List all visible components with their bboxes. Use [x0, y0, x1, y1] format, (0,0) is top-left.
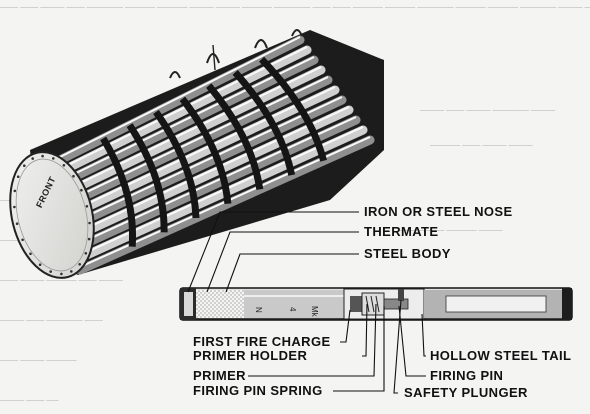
end-cap-rivet [70, 270, 73, 273]
end-cap-rivet [13, 205, 16, 209]
svg-text:4: 4 [288, 307, 297, 312]
callout-leader-lines [187, 211, 426, 394]
svg-text:N: N [254, 307, 263, 313]
bomb-rod-highlight [77, 126, 364, 257]
label-steel-body: STEEL BODY [364, 246, 451, 261]
cluster-end-cap [9, 151, 95, 279]
bleed-through-text: ──── ─── ── [0, 395, 59, 405]
bomb-rod-highlight [65, 66, 322, 191]
label-hollow-steel-tail: HOLLOW STEEL TAIL [430, 348, 572, 363]
binding-strap [153, 109, 200, 219]
end-cap-rivet [72, 174, 75, 178]
binding-strap [100, 136, 137, 247]
end-cap-rivet [23, 164, 26, 167]
firing-pin-spring-coils [365, 295, 380, 313]
bomb-rod [59, 55, 319, 187]
suspension-lugs [169, 29, 303, 79]
bleed-through-text: ─── ──── ───── ─── ──── [0, 275, 123, 285]
end-cap-rivet [80, 188, 83, 192]
bomb-rod-highlight [75, 116, 357, 246]
bomb-rod-highlight [71, 96, 343, 224]
binding-strap [126, 123, 168, 233]
bleed-through-text: ──── ─── ──── ────── ──── [420, 105, 555, 115]
bomb-rod [57, 45, 312, 176]
end-cap-rivet [88, 221, 91, 225]
end-cap-rivet [41, 154, 44, 158]
end-cap-rivet [16, 175, 20, 178]
bleed-through-text: ─── ─── ──── ─── ────── ───── ───── ────… [0, 2, 590, 12]
bomb-rod [55, 35, 305, 165]
end-cap-rivet [87, 237, 91, 241]
bomb-rod-highlight [73, 106, 350, 235]
end-cap-rivet [31, 157, 34, 160]
end-cap-rivet [85, 205, 89, 208]
steel-body-section [244, 290, 344, 318]
label-first-fire-charge: FIRST FIRE CHARGE [193, 334, 331, 349]
label-primer: PRIMER [193, 368, 246, 383]
label-thermate: THERMATE [364, 224, 439, 239]
bomb-rod [65, 85, 340, 220]
label-firing-pin: FIRING PIN [430, 368, 504, 383]
thermate-fill [196, 290, 244, 318]
end-cap-rivet [21, 238, 24, 242]
end-cap-rivet [60, 272, 63, 276]
bleed-through-text: ──── ─── ────── ─── [0, 315, 103, 325]
safety-plunger-shape [398, 289, 404, 301]
end-cap-rivet [38, 263, 42, 267]
label-iron-or-steel-nose: IRON OR STEEL NOSE [364, 204, 513, 219]
bomb-rod [75, 135, 375, 275]
end-cap-rivet [49, 270, 52, 273]
end-cap-rivet [78, 263, 81, 266]
binding-strap [259, 56, 327, 162]
bomb-rod-highlight [59, 36, 301, 158]
bomb-rod [73, 125, 368, 264]
binding-strap [206, 83, 264, 190]
label-firing-pin-spring: FIRING PIN SPRING [193, 383, 323, 398]
end-cap-rivet [62, 164, 66, 167]
bomb-rod-highlight [63, 56, 315, 180]
bomb-rod [67, 95, 347, 231]
end-cap-rivet [15, 222, 19, 225]
end-cap-rim [15, 158, 89, 272]
binding-strap [232, 70, 296, 176]
bomb-rod [61, 65, 326, 198]
bomb-rod-highlight [67, 76, 329, 202]
end-cap-rivet [29, 252, 32, 256]
bleed-through-text: ──── ─── ───── ──── [400, 225, 503, 235]
label-primer-holder: PRIMER HOLDER [193, 348, 308, 363]
bleed-through-text: ───── ─── ──── ──── [430, 140, 533, 150]
end-cap-rivet [84, 252, 88, 255]
bomb-rod [69, 105, 354, 242]
binding-strap [179, 96, 232, 205]
label-safety-plunger: SAFETY PLUNGER [404, 385, 528, 400]
svg-text:Mk: Mk [310, 306, 319, 318]
bomb-rod [71, 115, 361, 253]
end-cap-rivet [52, 157, 55, 160]
end-cap-rivet [13, 189, 17, 193]
bomb-rod-highlight [69, 86, 336, 213]
bomb-rod [63, 75, 333, 209]
bomb-cluster-drawing [9, 29, 384, 279]
bleed-through-text: ─── ──── ───── [0, 355, 77, 365]
